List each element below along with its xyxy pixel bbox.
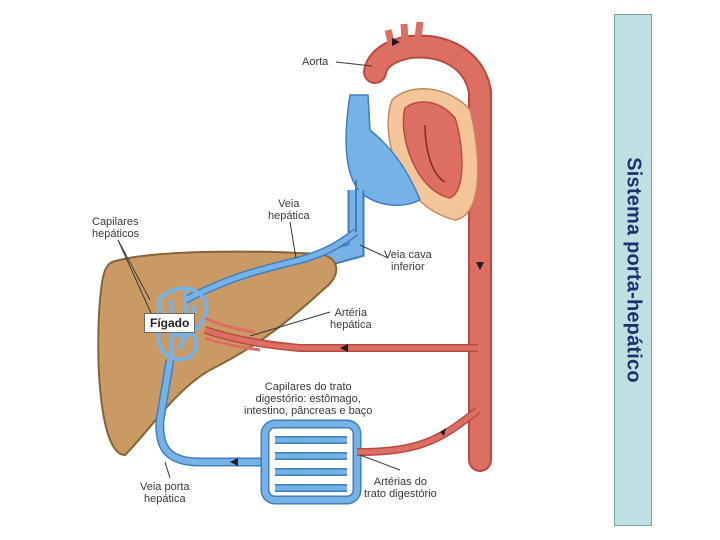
label-liver: Fígado xyxy=(144,313,196,333)
label-hepatic-capillaries: Capilares hepáticos xyxy=(92,216,140,240)
page-title: Sistema porta-hepático xyxy=(622,157,645,383)
liver xyxy=(97,250,338,457)
label-aorta: Aorta xyxy=(302,56,329,68)
label-hepatic-artery: Artéria hepática xyxy=(330,307,372,331)
title-bar: Sistema porta-hepático xyxy=(614,14,652,526)
digestive-capillaries xyxy=(260,419,362,505)
flow-arrows xyxy=(230,38,484,466)
label-inferior-vena-cava: Veia cava inferior xyxy=(384,249,432,273)
heart xyxy=(345,88,479,221)
label-digestive-capillaries: Capilares do trato digestório: estômago,… xyxy=(244,381,373,417)
label-hepatic-vein: Veia hepática xyxy=(268,198,310,222)
label-leaders xyxy=(117,61,401,479)
label-digestive-arteries: Artérias do trato digestório xyxy=(364,476,437,500)
label-hepatic-portal-vein: Veia porta hepática xyxy=(140,481,190,505)
